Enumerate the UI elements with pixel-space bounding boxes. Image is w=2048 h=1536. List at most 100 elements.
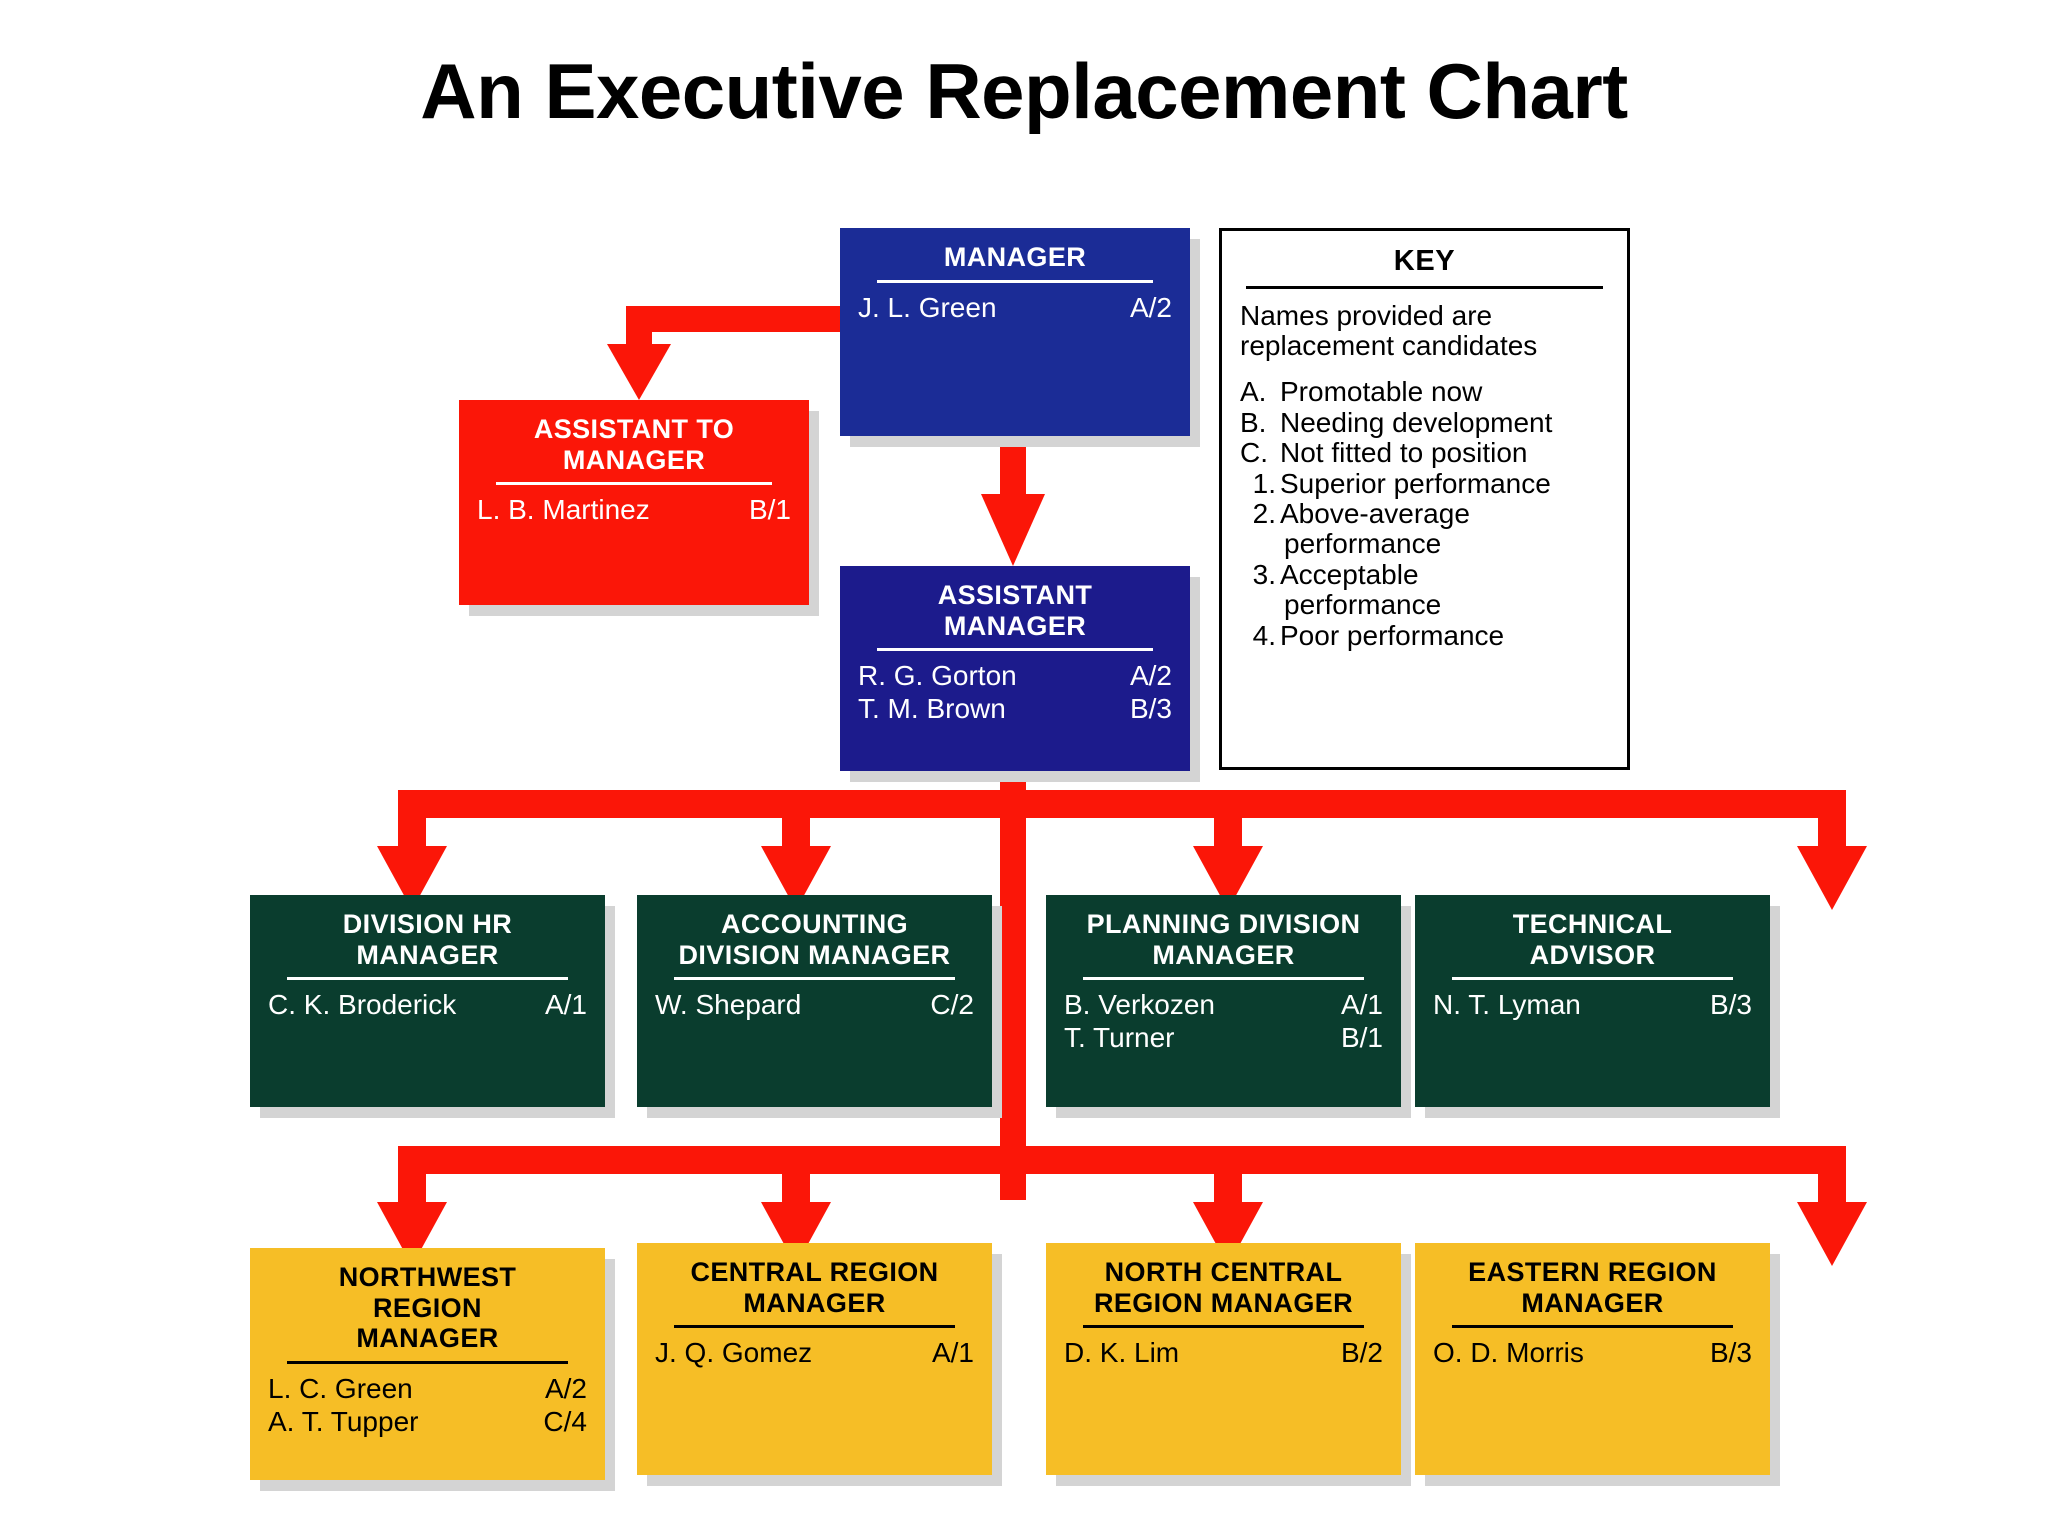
candidate-name: C. K. Broderick: [268, 989, 457, 1020]
node-eastern-region-manager-divider: [1452, 1325, 1733, 1328]
node-assistant-manager-divider: [876, 648, 1154, 651]
connector-bus-division-left-end: [398, 790, 426, 852]
candidate-code: A/2: [1129, 291, 1172, 323]
candidate-row: L. C. Green A/2: [268, 1372, 587, 1405]
arrowhead-eastern: [1797, 1202, 1867, 1266]
key-item-continuation: performance: [1284, 528, 1442, 560]
key-item: 1. Superior performance: [1240, 467, 1609, 499]
candidate-code: B/3: [1129, 693, 1172, 725]
node-central-region-manager-divider: [674, 1325, 955, 1328]
candidate-row: J. L. Green A/2: [858, 291, 1172, 324]
key-item-marker: C.: [1240, 437, 1268, 469]
key-intro-line-2: replacement candidates: [1240, 330, 1538, 362]
connector-drop-planning: [1214, 818, 1242, 854]
key-item-text: Promotable now: [1280, 376, 1483, 408]
node-eastern-region-manager-title: EASTERN REGION MANAGER: [1468, 1257, 1717, 1318]
connector-drop-central: [782, 1174, 810, 1210]
key-item-marker: 4.: [1252, 619, 1276, 651]
candidate-row: O. D. Morris B/3: [1433, 1336, 1752, 1369]
key-item: 3. Acceptable: [1240, 558, 1609, 590]
connector-drop-division-hr: [398, 818, 426, 854]
key-legend: KEY Names provided are replacement candi…: [1219, 228, 1630, 770]
node-manager-divider: [876, 279, 1154, 283]
candidate-name: D. K. Lim: [1064, 1337, 1180, 1368]
candidate-name: R. G. Gorton: [858, 660, 1017, 691]
candidate-row: R. G. Gorton A/2: [858, 659, 1172, 692]
node-planning-division-manager-divider: [1083, 977, 1364, 980]
key-item-text: Above-average: [1280, 498, 1470, 530]
connector-drop-northwest: [398, 1174, 426, 1210]
connector-bus-region-trunk: [398, 1146, 1846, 1174]
key-item-marker: B.: [1240, 406, 1267, 438]
node-planning-division-manager[interactable]: PLANNING DIVISION MANAGER B. Verkozen A/…: [1046, 895, 1401, 1107]
candidate-code: B/3: [1709, 989, 1752, 1020]
node-assistant-manager[interactable]: ASSISTANT MANAGER R. G. Gorton A/2 T. M.…: [840, 566, 1190, 771]
key-item-list: A. Promotable now B. Needing development…: [1240, 377, 1609, 650]
connector-manager-to-assistant-to-manager-vertical: [626, 306, 652, 350]
node-division-hr-manager[interactable]: DIVISION HR MANAGER C. K. Broderick A/1: [250, 895, 605, 1107]
candidate-code: C/2: [930, 989, 974, 1020]
connector-drop-accounting: [782, 818, 810, 854]
connector-drop-north-central: [1214, 1174, 1242, 1210]
candidate-code: A/1: [544, 989, 587, 1020]
candidate-row: L. B. Martinez B/1: [477, 493, 791, 526]
node-manager[interactable]: MANAGER J. L. Green A/2: [840, 228, 1190, 436]
candidate-code: B/2: [1340, 1337, 1383, 1368]
candidate-name: L. C. Green: [268, 1372, 413, 1404]
node-north-central-region-manager[interactable]: NORTH CENTRAL REGION MANAGER D. K. Lim B…: [1046, 1243, 1401, 1475]
node-technical-advisor[interactable]: TECHNICAL ADVISOR N. T. Lyman B/3: [1415, 895, 1770, 1107]
key-item: 2. Above-average: [1240, 498, 1609, 530]
candidate-name: T. Turner: [1064, 1022, 1175, 1054]
node-central-region-manager[interactable]: CENTRAL REGION MANAGER J. Q. Gomez A/1: [637, 1243, 992, 1475]
node-northwest-region-manager-title: NORTHWEST REGION MANAGER: [338, 1262, 517, 1353]
candidate-row: B. Verkozen A/1: [1064, 988, 1383, 1021]
key-heading: KEY: [1393, 245, 1456, 277]
node-assistant-to-manager-divider: [495, 482, 773, 485]
candidate-code: A/2: [544, 1372, 587, 1404]
node-eastern-region-manager[interactable]: EASTERN REGION MANAGER O. D. Morris B/3: [1415, 1243, 1770, 1475]
page-title: An Executive Replacement Chart: [420, 47, 1628, 135]
candidate-name: J. Q. Gomez: [655, 1337, 813, 1368]
candidate-row: T. Turner B/1: [1064, 1021, 1383, 1054]
key-item-marker: 3.: [1252, 558, 1276, 590]
key-item-text: Acceptable: [1280, 558, 1419, 590]
node-technical-advisor-divider: [1452, 977, 1733, 980]
key-item: 4. Poor performance: [1240, 619, 1609, 651]
candidate-code: B/1: [748, 494, 791, 525]
arrowhead-assistant-manager: [981, 494, 1045, 566]
connector-drop-technical: [1818, 818, 1846, 854]
key-item-marker: 2.: [1252, 498, 1276, 530]
node-technical-advisor-title: TECHNICAL ADVISOR: [1512, 909, 1673, 970]
node-assistant-to-manager[interactable]: ASSISTANT TO MANAGER L. B. Martinez B/1: [459, 400, 809, 605]
connector-bus-region-left-end: [398, 1146, 426, 1208]
candidate-code: B/1: [1340, 1022, 1383, 1054]
node-assistant-to-manager-title: ASSISTANT TO MANAGER: [533, 414, 735, 475]
node-accounting-division-manager[interactable]: ACCOUNTING DIVISION MANAGER W. Shepard C…: [637, 895, 992, 1107]
node-central-region-manager-title: CENTRAL REGION MANAGER: [690, 1257, 939, 1318]
key-item: C. Not fitted to position: [1240, 437, 1609, 469]
key-item: A. Promotable now: [1240, 376, 1609, 408]
node-northwest-region-manager-divider: [287, 1360, 568, 1364]
node-division-hr-manager-divider: [287, 977, 568, 980]
node-northwest-region-manager[interactable]: NORTHWEST REGION MANAGER L. C. Green A/2…: [250, 1248, 605, 1480]
node-north-central-region-manager-divider: [1083, 1325, 1364, 1328]
candidate-row: D. K. Lim B/2: [1064, 1336, 1383, 1369]
candidate-name: B. Verkozen: [1064, 989, 1215, 1020]
candidate-code: C/4: [543, 1405, 587, 1437]
candidate-code: A/1: [931, 1337, 974, 1368]
connector-drop-eastern: [1818, 1174, 1846, 1210]
connector-manager-to-assistant-manager: [1000, 440, 1026, 500]
key-item-text: Superior performance: [1280, 467, 1551, 499]
candidate-name: J. L. Green: [858, 291, 997, 323]
candidate-name: L. B. Martinez: [477, 494, 650, 525]
candidate-name: A. T. Tupper: [268, 1405, 419, 1437]
candidate-row: T. M. Brown B/3: [858, 692, 1172, 725]
candidate-row: A. T. Tupper C/4: [268, 1405, 587, 1438]
key-item-text: Poor performance: [1280, 619, 1505, 651]
key-item: B. Needing development: [1240, 406, 1609, 438]
node-assistant-manager-title: ASSISTANT MANAGER: [937, 580, 1093, 641]
arrowhead-assistant-to-manager: [607, 344, 671, 400]
connector-manager-to-assistant-to-manager-horizontal: [626, 306, 846, 332]
connector-central-stem: [1000, 770, 1026, 1200]
